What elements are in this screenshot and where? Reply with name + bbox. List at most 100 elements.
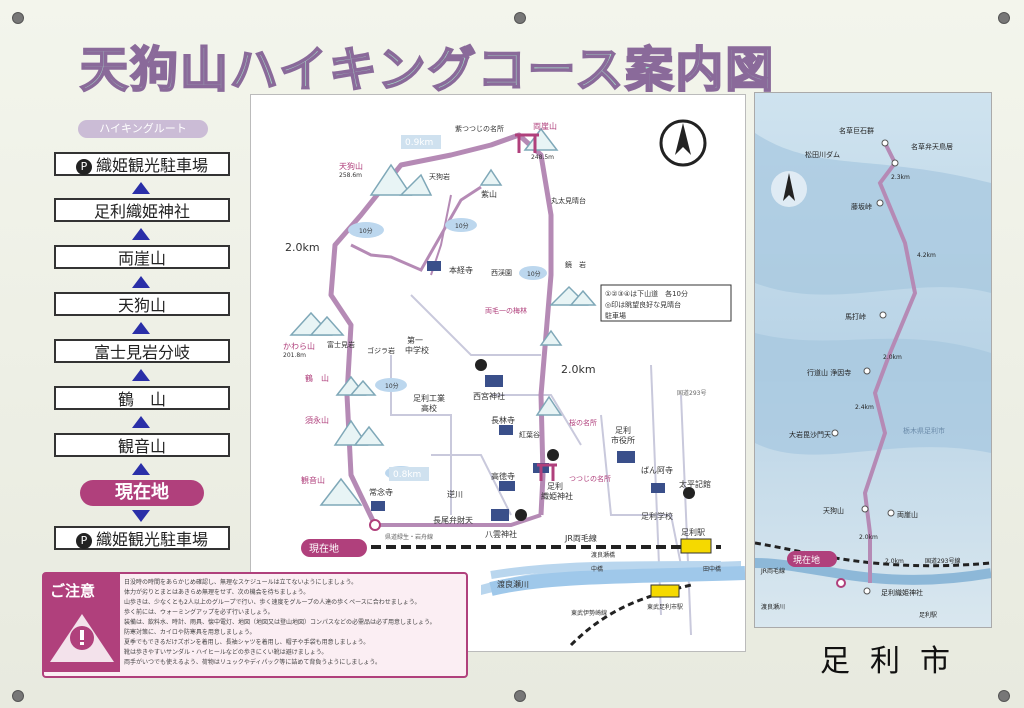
label-tenguyama-alt: 258.6m (339, 172, 362, 179)
label-tenguiwa: 天狗岩 (429, 172, 450, 181)
dist-d23: 2.3km (891, 174, 910, 181)
dist-d4: 0.8km (393, 470, 421, 480)
caution-panel: ご注意 日没時の時間をあらかじめ確認し、無理なスケジュールは立てないようにしまし… (42, 572, 468, 678)
label-kobaya: 紅葉谷 (519, 430, 540, 439)
bolt-icon (998, 12, 1010, 24)
regional-overview-map: 名草巨石群 名草弁天鳥居 松田川ダム 藤坂峠 馬打峠 行道山 浄因寺 大岩毘沙門… (754, 92, 992, 628)
legend-line-2: ◎印は眺望良好な見晴台 (605, 300, 681, 309)
dist-d20a: 2.0km (883, 354, 902, 361)
current-location-marker (369, 519, 381, 531)
legend-line-3: 駐車場 (605, 311, 626, 320)
label-kogyo1: 足利工業 (413, 393, 445, 403)
label-tobu: 東武伊勢崎線 (571, 609, 607, 617)
label-kawarayama: かわら山 (283, 341, 315, 351)
distance-boxes (389, 135, 441, 481)
label-tengu: 天狗山 (823, 506, 844, 515)
arrow-down-icon (132, 510, 150, 522)
arrow-up-icon (132, 182, 150, 194)
dist-d1: 0.9km (405, 138, 433, 148)
arrow-up-icon (132, 322, 150, 334)
label-tabashi: 田中橋 (703, 565, 721, 573)
label-susuyama: 須永山 (305, 415, 329, 425)
label-orihime: 足利織姫神社 (881, 588, 923, 597)
north-arrow-icon (783, 173, 795, 201)
caution-header: ご注意 (44, 574, 120, 672)
caution-title: ご注意 (50, 582, 96, 600)
route-heading: ハイキングルート (78, 120, 208, 138)
parking-icon: P (75, 158, 92, 175)
label-nakabashi: 中橋 (591, 565, 603, 573)
main-trail-map: 天狗山 258.6m 両崖山 248.5m 天狗岩 紫山 紫つつじの名所 丸太見… (250, 94, 746, 652)
jr-railway (755, 541, 991, 568)
overview-labels: 名草巨石群 名草弁天鳥居 松田川ダム 藤坂峠 馬打峠 行道山 浄因寺 大岩毘沙門… (760, 126, 960, 619)
torii-icon (537, 463, 557, 481)
label-taihei: 太平記館 (679, 479, 711, 489)
route-step-label: 織姫観光駐車場 (95, 530, 208, 549)
bolt-icon (998, 690, 1010, 702)
label-fujisaka: 藤坂峠 (851, 202, 872, 211)
label-jr: JR両毛線 (760, 567, 785, 575)
terrain-shading (755, 133, 991, 455)
time-t4: 10分 (385, 382, 399, 390)
label-ryogaisan-alt: 248.5m (531, 154, 554, 161)
label-watarase: 渡良瀬川 (761, 603, 785, 611)
label-meisou: 名草巨石群 (839, 126, 874, 135)
label-benzaiten: 長尾弁財天 (433, 515, 473, 525)
map-labels: 天狗山 258.6m 両崖山 248.5m 天狗岩 紫山 紫つつじの名所 丸太見… (283, 121, 721, 617)
label-ashikaga-eki: 足利駅 (919, 611, 937, 619)
current-location-badge: 現在地 (80, 480, 204, 506)
arrow-up-icon (132, 276, 150, 288)
dist-d2: 2.0km (285, 241, 320, 254)
label-ryogaisan: 両崖山 (533, 121, 557, 131)
label-kendo: 県道緑生・岩舟線 (385, 533, 433, 541)
arrow-up-icon (132, 463, 150, 475)
label-bannaji: ばん阿寺 (641, 466, 673, 475)
label-orihime1: 足利 (547, 481, 563, 491)
caution-list: 日没時の時間をあらかじめ確認し、無理なスケジュールは立てないようにしましょう。 … (124, 578, 460, 668)
dist-d24: 2.4km (855, 404, 874, 411)
label-sakura: 桜の名所 (569, 418, 597, 427)
label-ryomo: JR両毛線 (564, 533, 597, 543)
label-tobu-eki: 東武足利市駅 (647, 603, 683, 611)
label-gyodo: 行道山 浄因寺 (807, 368, 851, 377)
label-prefpark: 栃木県足利市 (903, 426, 945, 435)
page-title: 天狗山ハイキングコース案内図 (79, 41, 776, 99)
label-kawarayama-alt: 201.8m (283, 352, 306, 359)
parking-icon: P (75, 532, 92, 549)
caution-item: 両手がいつでも使えるよう、荷物はリュックやディパック等に詰めて背負うようにしまし… (124, 659, 382, 666)
watarase-river (489, 566, 746, 596)
route-step: 富士見岩分岐 (54, 339, 230, 363)
label-gojiraiwa: ゴジラ岩 (367, 346, 395, 355)
caution-item: 体力が劣りとまとはあきらめ無理をせず、次の機会を待ちましょう。 (124, 589, 310, 596)
label-kanayama: 紫山 (481, 189, 497, 199)
label-route293: 国道293号線 (925, 557, 960, 565)
caution-item: 夏季でもできるだけズボンを着用し、長袖シャツを着用し、帽子や手袋も用意しましょう… (124, 639, 370, 646)
dist-d20c: 2.0km (885, 558, 904, 565)
time-t1: 10分 (455, 222, 469, 230)
dist-d42: 4.2km (917, 252, 936, 259)
caution-mountain-icon (50, 614, 114, 662)
route-step-label: 織姫観光駐車場 (95, 156, 208, 175)
label-daiichi: 第一 (407, 335, 423, 345)
label-ashikaga-eki: 足利駅 (681, 527, 705, 537)
label-shiyakusho2: 市役所 (611, 435, 635, 445)
label-ryogai: 両崖山 (897, 510, 918, 519)
label-nishimiya: 西宮神社 (473, 391, 505, 401)
label-fujimiiwa: 富士見岩 (327, 340, 355, 349)
label-matsuda: 松田川ダム (805, 150, 840, 159)
label-baien: 両毛一の梅林 (485, 306, 527, 315)
label-umaya: 馬打峠 (845, 312, 866, 321)
caution-item: 防寒対策に、カイロや防寒具を用意しましょう。 (124, 629, 256, 636)
label-kannonyama: 観音山 (301, 475, 325, 485)
bolt-icon (12, 690, 24, 702)
label-kamiiwa: 鏡 岩 (565, 260, 586, 269)
bolt-icon (12, 12, 24, 24)
label-maruhon: 丸太見晴台 (551, 196, 586, 205)
label-shiyakusho1: 足利 (615, 425, 631, 435)
hiking-route-bottom (375, 513, 542, 527)
bolt-icon (514, 690, 526, 702)
hiking-route (328, 132, 554, 527)
